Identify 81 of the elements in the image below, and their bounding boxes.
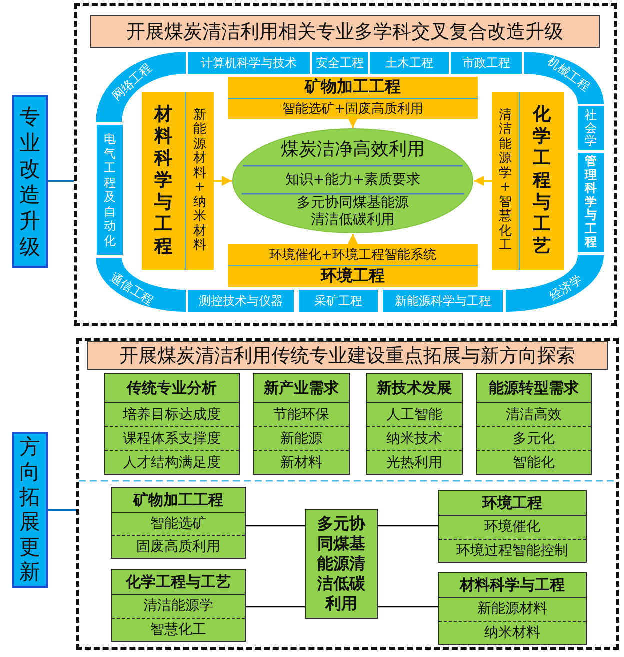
discipline-tag: 计算机科学与技术 (188, 52, 310, 74)
discipline-tag: 管理科学与工程 (578, 153, 604, 252)
connector-line (48, 180, 74, 182)
arrow (214, 176, 232, 186)
row-text: 人才结构满足度 (105, 450, 239, 474)
discipline-tag: 土木工程 (370, 52, 449, 74)
card-text: 智能选矿 (150, 515, 208, 534)
criteria-table (476, 373, 592, 475)
row-text: 培养目标达成度 (122, 406, 222, 424)
goal-box: 多元协同煤基能源清洁低碳利用 (305, 509, 378, 619)
major-card (111, 569, 246, 642)
major-title: 矿物加工工程 (228, 77, 478, 99)
ellipse-text: 知识+能力+素质要求 (284, 170, 422, 190)
discipline-tag: 测控技术与仪器 (188, 290, 294, 312)
criteria-table (253, 373, 350, 475)
connector-line (378, 525, 438, 527)
major-panel (228, 77, 478, 119)
criteria-table (366, 373, 463, 475)
title-banner: 开展煤炭清洁利用相关专业多学科交叉复合改造升级 (90, 15, 600, 48)
connector-line (246, 525, 305, 527)
discipline-tag: 社会学 (578, 106, 604, 150)
section-label: 方向拓展更新 (12, 432, 48, 588)
major-focus: 环境催化+环境工程智能系统 (228, 244, 478, 266)
card-text: 智慧化工 (112, 618, 245, 641)
major-panel (228, 244, 478, 287)
connector-line (378, 606, 438, 608)
ellipse-text: 多元协同煤基能源清洁低碳利用 (296, 194, 410, 230)
card-text: 固废高质利用 (112, 535, 245, 558)
connector-line (48, 509, 76, 511)
card-heading: 材料科学与工程 (439, 573, 586, 598)
arrow (474, 176, 492, 186)
table-heading: 新产业需求 (254, 374, 349, 403)
card-text: 纳米材料 (439, 620, 586, 644)
discipline-tag: 电气工程及自动化 (97, 125, 123, 255)
row-text: 课程体系支撑度 (105, 426, 239, 450)
discipline-tag: 安全工程 (312, 52, 368, 74)
dashed-frame (76, 338, 619, 650)
row-text: 新材料 (254, 450, 349, 474)
dashed-frame (74, 3, 617, 326)
connector-line (246, 606, 305, 608)
card-text: 清洁能源学 (142, 597, 214, 616)
ellipse-heading: 煤炭洁净高效利用 (280, 138, 426, 162)
arrow (348, 118, 358, 128)
table-heading: 能源转型需求 (477, 374, 591, 403)
discipline-name: 经济学 (547, 272, 585, 304)
discipline-name: 机械工程 (545, 54, 593, 94)
section-label: 专业改造升级 (12, 95, 48, 268)
criteria-table (104, 373, 240, 475)
row-text: 多元化 (477, 426, 591, 450)
major-card (438, 490, 587, 563)
card-text: 环境过程智能控制 (439, 538, 586, 562)
discipline-tag: 新能源科学与工程 (383, 290, 503, 312)
card-text: 新能源材料 (476, 600, 548, 620)
row-text: 纳米技术 (367, 426, 462, 450)
row-text: 新能源 (254, 426, 349, 450)
row-text: 清洁高效 (505, 406, 563, 424)
row-text: 节能环保 (272, 406, 330, 424)
discipline-tag: 市政工程 (451, 52, 522, 74)
major-title: 材料科学与工程 (142, 92, 186, 270)
row-text: 人工智能 (386, 406, 444, 424)
major-card (111, 487, 246, 559)
table-heading: 新技术发展 (367, 374, 462, 403)
discipline-tag: 采矿工程 (299, 290, 378, 312)
card-heading: 化学工程与工艺 (112, 570, 245, 595)
card-heading: 矿物加工工程 (112, 488, 245, 513)
title-banner: 开展煤炭清洁利用传统专业建设重点拓展与新方向探索 (87, 341, 608, 370)
major-panel (142, 92, 214, 270)
major-focus: 新能源材料+纳米材料 (192, 106, 208, 255)
major-title: 化学工程与工艺 (532, 103, 552, 259)
card-text: 环境催化 (484, 518, 542, 538)
row-text: 智能化 (477, 450, 591, 474)
major-focus: 智能选矿+固废高质利用 (282, 101, 424, 119)
card-heading: 环境工程 (439, 491, 586, 516)
major-title: 环境工程 (320, 266, 386, 287)
row-text: 光热利用 (367, 450, 462, 474)
major-focus: 清洁能源学+智慧化工 (492, 92, 520, 270)
major-card (438, 572, 587, 645)
arrow (348, 234, 358, 244)
major-panel (492, 92, 564, 270)
discipline-name: 通信工程 (108, 270, 156, 308)
table-heading: 传统专业分析 (105, 374, 239, 403)
